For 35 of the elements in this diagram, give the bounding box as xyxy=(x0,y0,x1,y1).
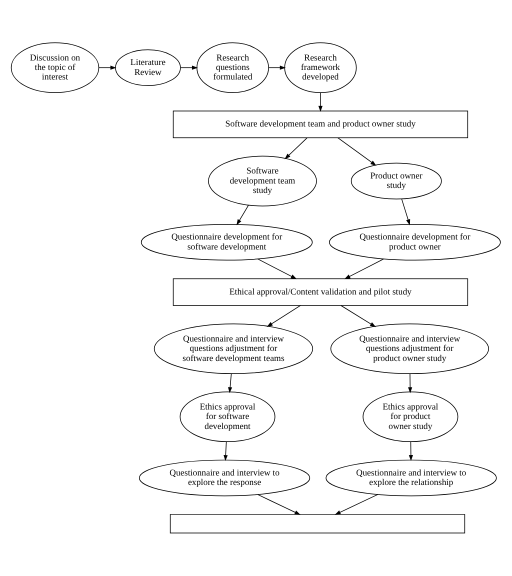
node-ellipse: Software development team study xyxy=(208,156,317,206)
arrow xyxy=(401,198,410,226)
node-ellipse: Product owner study xyxy=(350,162,442,200)
arrow xyxy=(344,258,384,280)
arrow xyxy=(338,137,376,166)
node-box xyxy=(170,514,466,534)
node-ellipse: Ethics approval for software development xyxy=(180,392,276,442)
node-ellipse: Questionnaire and interview questions adjustment for product owner study xyxy=(330,324,489,374)
node-ellipse: Discussion on the topic of interest xyxy=(10,42,100,93)
arrow xyxy=(268,66,286,70)
node-ellipse: Questionnaire development for product owner xyxy=(329,224,501,261)
arrow xyxy=(228,373,232,394)
node-box: Software development team and product owner study xyxy=(172,110,468,138)
node-ellipse: Research framework developed xyxy=(284,42,357,93)
node-ellipse: Questionnaire and interview to explore the relationship xyxy=(326,460,497,496)
arrow xyxy=(334,494,378,515)
arrow xyxy=(236,204,249,226)
arrow xyxy=(180,66,198,70)
arrow xyxy=(408,373,412,394)
arrow xyxy=(257,258,297,280)
arrow xyxy=(266,305,301,327)
arrow xyxy=(98,66,116,70)
node-ellipse: Questionnaire and interview questions adjustment for software development teams xyxy=(154,324,314,374)
arrow xyxy=(257,494,301,515)
arrow xyxy=(284,138,308,160)
node-ellipse: Research questions formulated xyxy=(196,42,269,93)
arrow xyxy=(318,92,323,112)
node-ellipse: Questionnaire development for software development xyxy=(140,224,313,261)
node-ellipse: Ethics approval for product owner study xyxy=(362,392,458,442)
node-ellipse: Questionnaire and interview to explore the response xyxy=(138,460,310,496)
arrow xyxy=(408,441,413,462)
node-ellipse: Literature Review xyxy=(115,49,181,86)
arrow xyxy=(340,305,376,328)
node-box: Ethical approval/Content validation and pilot study xyxy=(172,278,468,306)
arrow xyxy=(224,441,228,462)
